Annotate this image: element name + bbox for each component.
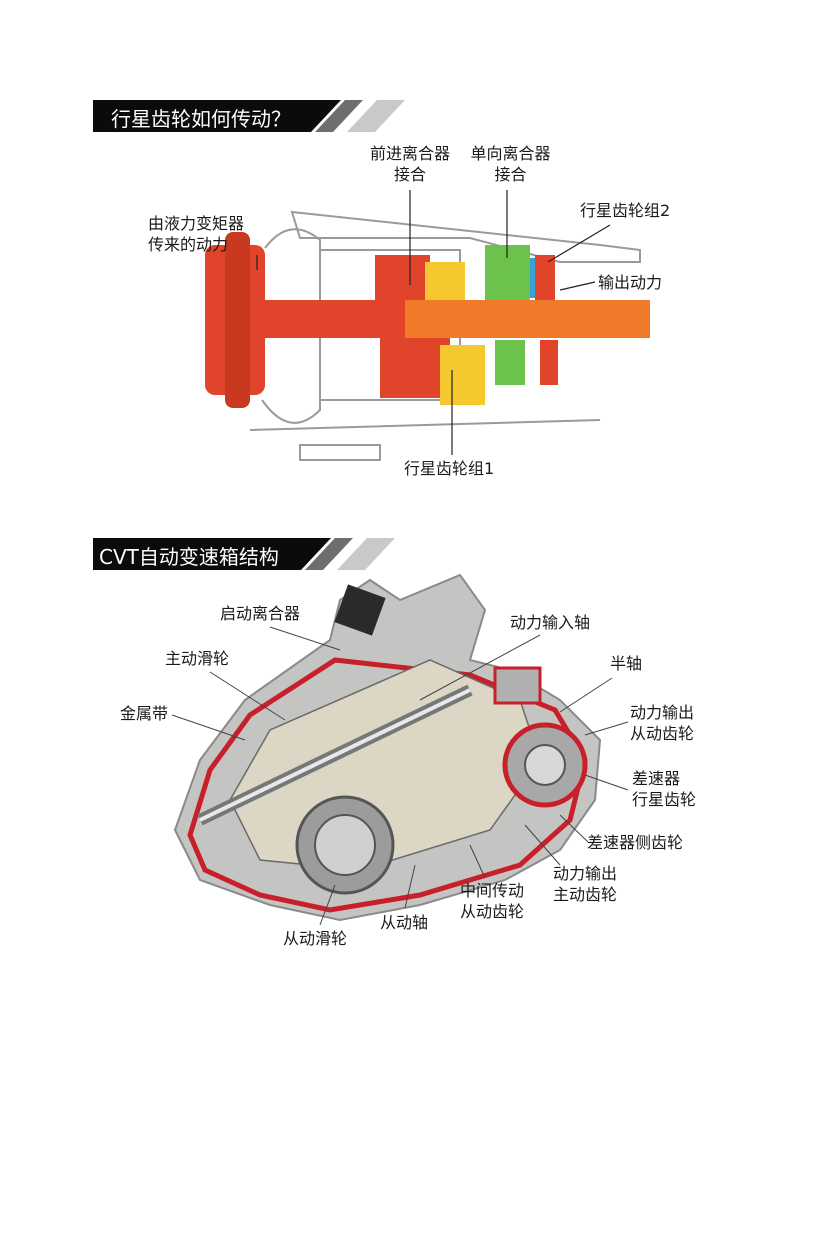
label-drive-pulley: 主动滑轮 [165, 649, 230, 668]
label-line: 差速器 [632, 769, 681, 788]
input-shaft [197, 684, 473, 826]
label-output-driven-gear: 动力输出 从动齿轮 [630, 702, 694, 744]
section1-title: 行星齿轮如何传动？ [111, 107, 291, 131]
planetary-set-2 [535, 255, 555, 300]
label-line: 由液力变矩器 [148, 214, 245, 233]
label-line: 主动齿轮 [553, 885, 618, 904]
label-driven-pulley: 从动滑轮 [283, 929, 348, 948]
differential [502, 722, 588, 808]
label-half-shaft: 半轴 [610, 654, 643, 673]
label-output-power: 输出动力 [598, 273, 663, 292]
label-line: 动力输出 [553, 864, 618, 883]
label-oneway-clutch: 单向离合器 接合 [458, 143, 563, 185]
label-planetary-set-2: 行星齿轮组2 [580, 201, 671, 220]
label-line: 接合 [494, 165, 527, 184]
section2-title: CVT自动变速箱结构 [99, 545, 279, 569]
label-input-shaft: 动力输入轴 [510, 613, 591, 632]
label-line: 中间传动 [460, 881, 525, 900]
label-diff-planetary: 差速器 行星齿轮 [632, 768, 696, 810]
label-intermediate-driven-gear: 中间传动 从动齿轮 [460, 880, 524, 922]
label-diff-side-gear: 差速器侧齿轮 [587, 833, 684, 852]
label-line: 传来的动力 [148, 235, 229, 254]
label-start-clutch: 启动离合器 [220, 604, 301, 623]
label-forward-clutch: 前进离合器 接合 [360, 143, 460, 185]
label-line: 接合 [393, 165, 426, 184]
label-metal-belt: 金属带 [120, 704, 169, 723]
label-planetary-set-1: 行星齿轮组1 [404, 459, 495, 478]
label-output-drive-gear: 动力输出 主动齿轮 [553, 863, 617, 905]
section1-header: 行星齿轮如何传动？ [93, 100, 405, 132]
label-line: 行星齿轮 [632, 790, 697, 809]
label-input-power: 由液力变矩器 传来的动力 [148, 213, 244, 255]
planetary-set-1 [440, 345, 485, 405]
label-line: 前进离合器 [369, 144, 450, 163]
planetary-transmission-illustration [205, 190, 650, 461]
label-driven-shaft: 从动轴 [380, 913, 429, 932]
label-line: 从动齿轮 [460, 902, 525, 921]
driven-pulley [295, 795, 395, 895]
section2-header: CVT自动变速箱结构 [93, 538, 395, 570]
label-line: 从动齿轮 [630, 724, 695, 743]
label-line: 单向离合器 [470, 144, 551, 163]
label-line: 动力输出 [630, 703, 695, 722]
